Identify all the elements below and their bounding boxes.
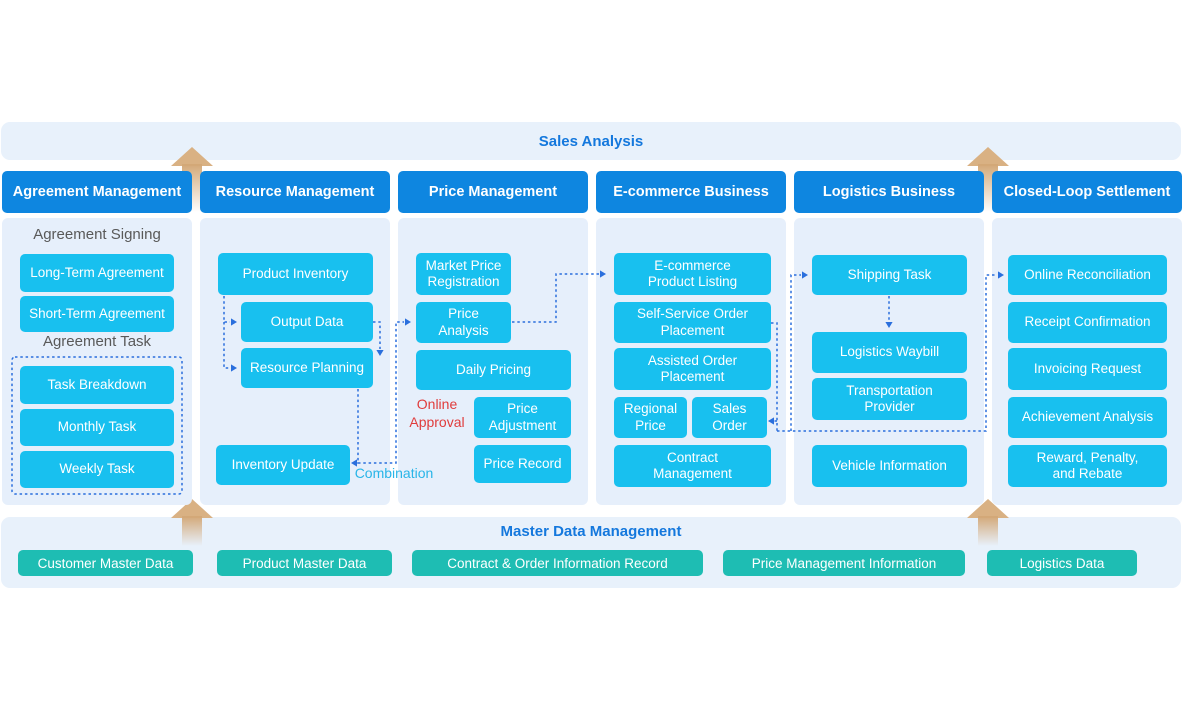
box-label: Output Data xyxy=(270,313,344,329)
box-short-term-agreement: Short-Term Agreement xyxy=(20,296,174,332)
annotation-combination: Combination xyxy=(354,465,434,481)
box-label: Weekly Task xyxy=(59,461,135,477)
box-label: Regional xyxy=(623,401,678,417)
box-label: Adjustment xyxy=(488,417,557,433)
box-label: Self-Service Order xyxy=(636,306,749,322)
box-reward-penalty-rebate: Reward, Penalty,and Rebate xyxy=(1008,445,1167,487)
box-label: Transportation xyxy=(846,382,933,398)
arrow-stem xyxy=(978,516,998,546)
label-agreement-signing: Agreement Signing xyxy=(33,226,161,243)
box-label: Product Inventory xyxy=(242,265,349,281)
box-monthly-task: Monthly Task xyxy=(20,409,174,446)
master-data-product: Product Master Data xyxy=(217,550,392,576)
header-closed-loop-settlement: Closed-Loop Settlement xyxy=(992,171,1182,213)
box-label: Management xyxy=(653,466,732,481)
box-label: Placement xyxy=(660,369,725,384)
header-resource-management: Resource Management xyxy=(200,171,390,213)
master-data-customer: Customer Master Data xyxy=(18,550,193,576)
box-invoicing-request: Invoicing Request xyxy=(1008,348,1167,390)
box-achievement-analysis: Achievement Analysis xyxy=(1008,397,1167,438)
box-label: Shipping Task xyxy=(847,266,932,282)
header-ecommerce-business: E-commerce Business xyxy=(596,171,786,213)
box-label: Monthly Task xyxy=(57,419,137,435)
box-label: Provider xyxy=(864,399,915,414)
box-label: and Rebate xyxy=(1052,466,1123,481)
master-data-logistics: Logistics Data xyxy=(987,550,1137,576)
box-resource-planning: Resource Planning xyxy=(241,348,373,388)
annotation-online-approval: Online Approval xyxy=(409,396,465,430)
box-product-inventory: Product Inventory xyxy=(218,253,373,295)
box-label: Order xyxy=(712,417,747,433)
box-daily-pricing: Daily Pricing xyxy=(416,350,571,390)
arrow-up-left-top-icon xyxy=(171,147,213,166)
box-label: Placement xyxy=(660,322,725,338)
box-label: Long-Term Agreement xyxy=(30,264,164,280)
sales-analysis-title: Sales Analysis xyxy=(538,133,644,150)
box-label: Invoicing Request xyxy=(1033,360,1142,376)
box-label: Registration xyxy=(427,274,500,289)
box-shipping-task: Shipping Task xyxy=(812,255,967,295)
box-logistics-waybill: Logistics Waybill xyxy=(812,332,967,373)
box-label: Short-Term Agreement xyxy=(29,305,165,321)
box-label: Market Price xyxy=(425,257,502,273)
button-label: Contract & Order Information Record xyxy=(447,555,668,571)
box-label: Assisted Order xyxy=(647,352,738,368)
box-label: Sales xyxy=(712,401,747,417)
header-agreement-management: Agreement Management xyxy=(2,171,192,213)
box-receipt-confirmation: Receipt Confirmation xyxy=(1008,302,1167,343)
box-label: Inventory Update xyxy=(231,456,335,472)
box-label: Price xyxy=(635,417,666,433)
box-label: Analysis xyxy=(438,322,489,338)
box-vehicle-information: Vehicle Information xyxy=(812,445,967,487)
box-label: Contract xyxy=(666,449,719,465)
box-label: Product Listing xyxy=(647,274,738,289)
box-price-record: Price Record xyxy=(474,445,571,483)
box-label: Price Record xyxy=(483,455,562,471)
box-long-term-agreement: Long-Term Agreement xyxy=(20,254,174,292)
button-label: Price Management Information xyxy=(751,555,937,571)
box-label: Price xyxy=(448,306,479,322)
box-label: Task Breakdown xyxy=(47,376,147,392)
box-label: Reward, Penalty, xyxy=(1036,449,1139,465)
header-price-management: Price Management xyxy=(398,171,588,213)
master-data-title: Master Data Management xyxy=(500,523,682,540)
box-inventory-update: Inventory Update xyxy=(216,445,350,485)
box-label: Daily Pricing xyxy=(455,361,532,377)
arrow-up-right-top-icon xyxy=(967,147,1009,166)
master-data-price-info: Price Management Information xyxy=(723,550,965,576)
box-label: Online Reconciliation xyxy=(1024,266,1151,282)
label-agreement-task: Agreement Task xyxy=(42,333,152,350)
box-label: Logistics Waybill xyxy=(839,344,940,360)
box-label: Receipt Confirmation xyxy=(1024,314,1151,330)
box-label: Price xyxy=(507,401,538,417)
box-online-reconciliation: Online Reconciliation xyxy=(1008,255,1167,295)
box-output-data: Output Data xyxy=(241,302,373,342)
button-label: Product Master Data xyxy=(242,555,367,571)
header-logistics-business: Logistics Business xyxy=(794,171,984,213)
box-weekly-task: Weekly Task xyxy=(20,451,174,488)
box-label: Resource Planning xyxy=(249,359,365,375)
button-label: Logistics Data xyxy=(1019,555,1105,571)
button-label: Customer Master Data xyxy=(37,555,174,571)
master-data-contract-order: Contract & Order Information Record xyxy=(412,550,703,576)
box-task-breakdown: Task Breakdown xyxy=(20,366,174,404)
box-label: Achievement Analysis xyxy=(1021,409,1154,425)
arrow-stem xyxy=(182,516,202,546)
box-label: E-commerce xyxy=(654,257,731,273)
box-label: Vehicle Information xyxy=(832,457,947,473)
